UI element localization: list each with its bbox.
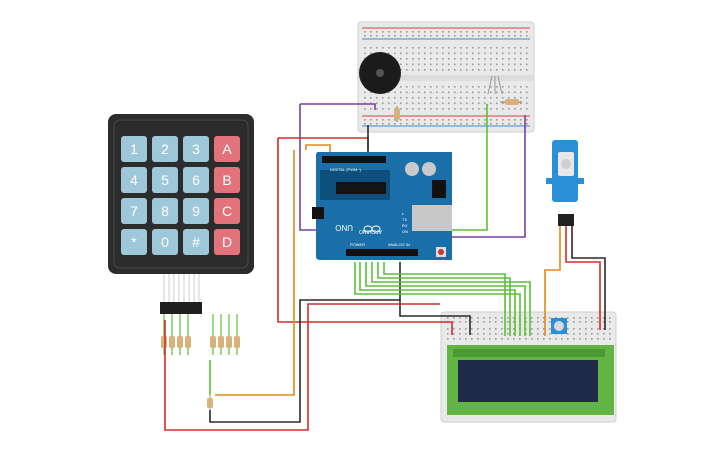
keypad-key-label: 5: [161, 172, 169, 188]
arduino-tx-label: TX: [402, 217, 407, 222]
keypad-resistor[interactable]: [177, 336, 183, 348]
keypad-key-label: C: [222, 203, 232, 219]
keypad-resistor[interactable]: [169, 336, 175, 348]
keypad-resistor[interactable]: [234, 336, 240, 348]
keypad-key-label: D: [222, 234, 232, 250]
arduino-power-label: POWER: [350, 242, 365, 247]
keypad-key-7[interactable]: B: [214, 167, 240, 193]
keypad-resistor[interactable]: [161, 336, 167, 348]
keypad-key-0[interactable]: 1: [121, 136, 147, 162]
arduino-digital-label: DIGITAL (PWM~): [330, 167, 362, 172]
arduino-brand-label: ARDUINO: [359, 228, 382, 234]
resistor-bottom[interactable]: [207, 395, 213, 410]
arduino-analog-label: ANALOG IN: [388, 242, 410, 247]
keypad-key-label: 7: [130, 203, 138, 219]
keypad-key-4[interactable]: 4: [121, 167, 147, 193]
resistor-top-left[interactable]: [394, 106, 400, 122]
wires: [164, 103, 606, 431]
keypad-key-label: *: [131, 234, 137, 250]
keypad-ribbon: [160, 274, 202, 314]
keypad-key-label: 1: [130, 141, 138, 157]
buzzer[interactable]: [359, 52, 401, 94]
keypad-key-8[interactable]: 7: [121, 198, 147, 224]
keypad-key-label: 2: [161, 141, 169, 157]
arduino-on-label: ON: [402, 229, 408, 234]
keypad-resistors: [161, 314, 240, 355]
keypad-key-2[interactable]: 3: [183, 136, 209, 162]
keypad-key-3[interactable]: A: [214, 136, 240, 162]
keypad-key-5[interactable]: 5: [152, 167, 178, 193]
arduino-uno[interactable]: UNO ARDUINO DIGITAL (PWM~) TX RX L ON PO…: [312, 152, 452, 260]
keypad-key-label: 3: [192, 141, 200, 157]
keypad-resistor[interactable]: [226, 336, 232, 348]
keypad-key-1[interactable]: 2: [152, 136, 178, 162]
keypad-key-label: 4: [130, 172, 138, 188]
arduino-l-label: L: [402, 211, 405, 216]
keypad-key-label: 0: [161, 234, 169, 250]
keypad-key-12[interactable]: *: [121, 229, 147, 255]
servo-motor[interactable]: [546, 140, 584, 226]
keypad-key-9[interactable]: 8: [152, 198, 178, 224]
keypad-key-10[interactable]: 9: [183, 198, 209, 224]
keypad-key-label: #: [192, 234, 200, 250]
arduino-rx-label: RX: [402, 223, 408, 228]
keypad-resistor[interactable]: [210, 336, 216, 348]
potentiometer-icon[interactable]: [551, 318, 567, 334]
keypad-key-label: 8: [161, 203, 169, 219]
keypad[interactable]: 1 2 3 A 4 5 6 B 7 8 9 C * 0 # D: [108, 114, 254, 274]
breadboard-top[interactable]: [357, 21, 535, 133]
keypad-key-label: 6: [192, 172, 200, 188]
led-top[interactable]: [487, 75, 503, 95]
keypad-key-label: 9: [192, 203, 200, 219]
keypad-key-11[interactable]: C: [214, 198, 240, 224]
keypad-key-label: A: [222, 141, 232, 157]
reset-button-icon[interactable]: [436, 247, 446, 257]
keypad-key-label: B: [222, 172, 231, 188]
keypad-key-13[interactable]: 0: [152, 229, 178, 255]
arduino-model-label: UNO: [335, 223, 353, 232]
keypad-resistor[interactable]: [218, 336, 224, 348]
keypad-key-6[interactable]: 6: [183, 167, 209, 193]
keypad-key-15[interactable]: D: [214, 229, 240, 255]
keypad-resistor[interactable]: [185, 336, 191, 348]
infinity-logo-icon: [363, 225, 381, 233]
lcd-display[interactable]: [447, 345, 614, 415]
resistor-top-right[interactable]: [500, 99, 522, 105]
keypad-key-14[interactable]: #: [183, 229, 209, 255]
